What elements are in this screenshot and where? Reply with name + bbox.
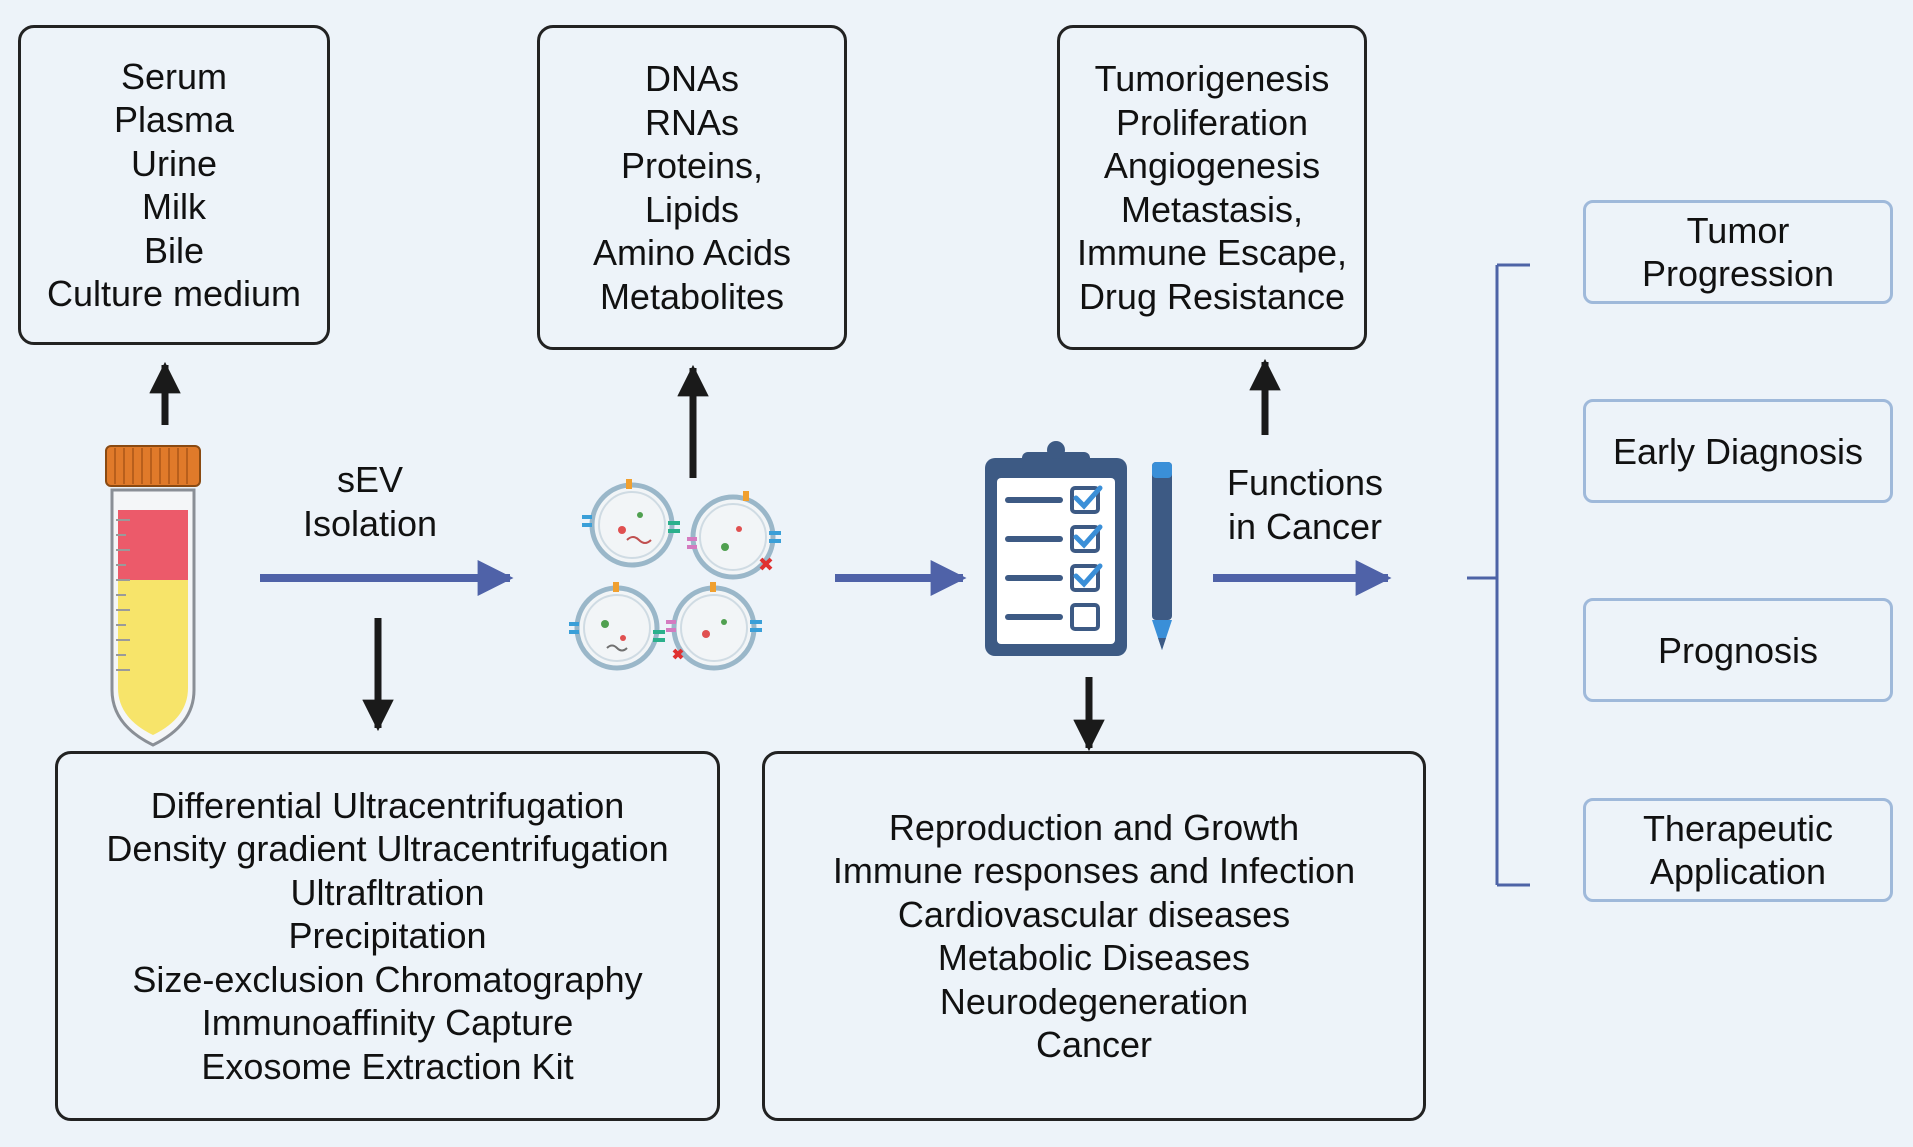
method-item: Precipitation [288, 915, 487, 957]
method-item: Exosome Extraction Kit [201, 1045, 574, 1087]
cargo-item: RNAs [644, 101, 739, 143]
functions-in-cancer-label: Functions in Cancer [1226, 462, 1384, 547]
role-item: Metabolic Diseases [937, 937, 1251, 978]
application-early-diagnosis: Early Diagnosis [1583, 399, 1893, 503]
cargo-item: DNAs [644, 58, 739, 99]
role-item: Cardiovascular diseases [897, 893, 1291, 935]
role-item: Reproduction and Growth [888, 806, 1300, 848]
method-item: Differential Ultracentrifugation [150, 784, 625, 826]
sample-sources-box: Serum Plasma Urine Milk Bile Culture med… [18, 25, 330, 345]
role-item: Immune responses and Infection [832, 850, 1356, 891]
application-bracket [1467, 263, 1530, 887]
function-item: Proliferation [1115, 101, 1309, 143]
function-item: Tumorigenesis [1094, 58, 1330, 99]
sev-isolation-label: sEV Isolation [302, 459, 438, 544]
cargo-item: Lipids [644, 188, 740, 230]
role-item: Neurodegeneration [939, 980, 1249, 1022]
cargo-item: Amino Acids [592, 232, 792, 273]
function-item: Angiogenesis [1103, 145, 1321, 186]
application-prognosis: Prognosis [1583, 598, 1893, 702]
source-item: Culture medium [46, 273, 302, 314]
extracellular-vesicles-icon [569, 479, 781, 671]
source-item: Urine [130, 142, 218, 184]
method-item: Ultrafltration [290, 871, 485, 913]
physiological-roles-box: Reproduction and Growth Immune responses… [762, 751, 1426, 1121]
sample-tube-icon [105, 445, 201, 747]
method-item: Density gradient Ultracentrifugation [106, 828, 669, 870]
method-item: Size-exclusion Chromatography [132, 958, 643, 1000]
cancer-functions-box: Tumorigenesis Proliferation Angiogenesis… [1057, 25, 1367, 350]
role-item: Cancer [1035, 1024, 1153, 1065]
sev-cargo-box: DNAs RNAs Proteins, Lipids Amino Acids M… [537, 25, 847, 350]
source-item: Serum [120, 55, 228, 97]
function-item: Immune Escape, [1076, 232, 1348, 273]
application-tumor-progression: Tumor Progression [1583, 200, 1893, 304]
application-therapeutic: Therapeutic Application [1583, 798, 1893, 902]
cargo-item: Metabolites [599, 275, 785, 317]
source-item: Milk [142, 186, 206, 227]
source-item: Bile [143, 229, 205, 271]
function-item: Drug Resistance [1078, 275, 1346, 317]
clipboard-checklist-icon [985, 441, 1172, 656]
cargo-item: Proteins, [620, 145, 764, 186]
method-item: Immunoaffinity Capture [201, 1002, 574, 1044]
source-item: Plasma [113, 99, 235, 140]
function-item: Metastasis, [1120, 188, 1304, 230]
isolation-methods-box: Differential Ultracentrifugation Density… [55, 751, 720, 1121]
